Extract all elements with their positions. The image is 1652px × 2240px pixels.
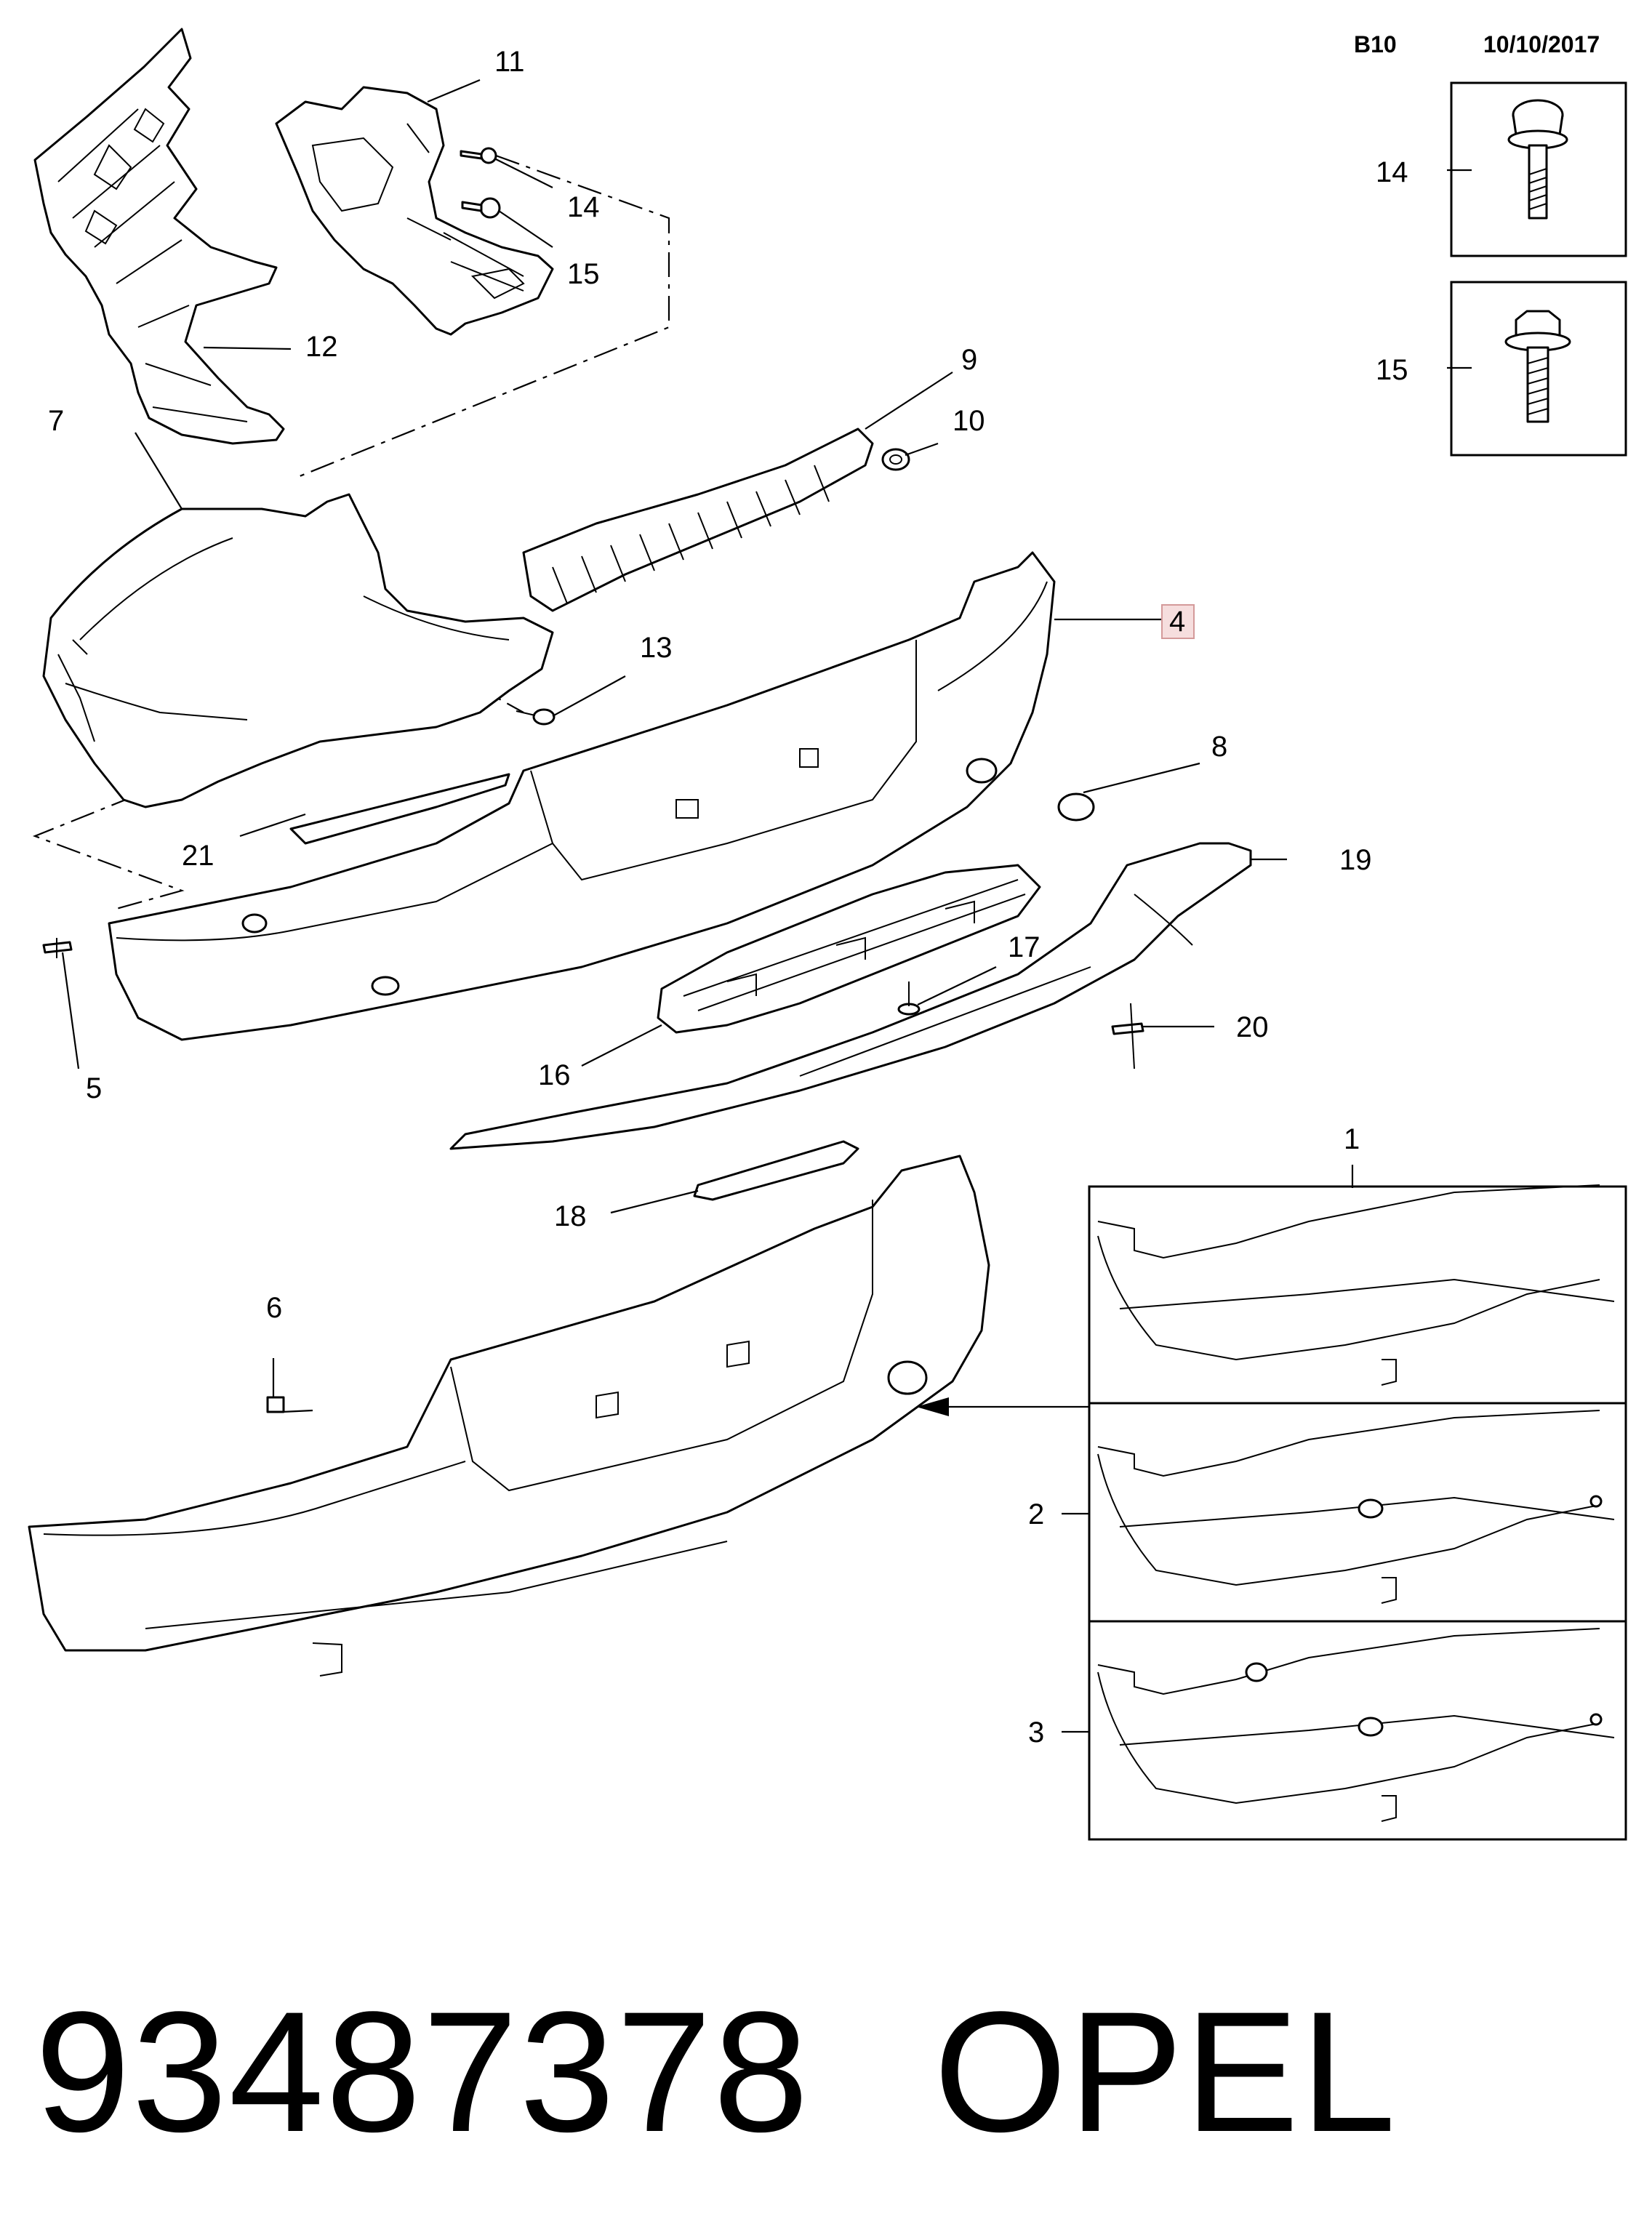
brand-name: OPEL (934, 1976, 1398, 2168)
callout-4-highlight: 4 (1161, 604, 1195, 639)
part-20-clip-icon (1111, 1003, 1144, 1069)
callout-13: 13 (640, 632, 673, 664)
callout-14: 14 (567, 191, 600, 223)
tow-eye-hole (887, 1360, 928, 1395)
sensor-hole (1589, 1495, 1603, 1508)
callout-15: 15 (567, 258, 600, 290)
bolt-15-icon (1504, 310, 1571, 423)
part-19-diffuser (449, 842, 1252, 1150)
part-18-reflector (693, 1140, 859, 1201)
callout-18: 18 (554, 1200, 587, 1232)
callout-3: 3 (1028, 1717, 1044, 1749)
part-16-housing (657, 864, 1041, 1034)
callout-16: 16 (538, 1059, 571, 1091)
part-21-trim (289, 773, 510, 845)
part-12-bracket (33, 28, 285, 445)
part-9-bracket (522, 427, 874, 612)
variants-panel (1088, 1184, 1627, 1841)
sensor-hole (1589, 1713, 1603, 1726)
sensor-hole (371, 976, 400, 996)
part-7-quarter-panel (42, 493, 554, 808)
callout-12: 12 (305, 331, 338, 363)
sensor-hole (1245, 1662, 1268, 1682)
detail-box-15-label: 15 (1376, 354, 1408, 386)
part-8-cap-icon (1057, 792, 1095, 822)
callout-11: 11 (494, 46, 525, 78)
detail-box-14: 14 (1376, 81, 1627, 257)
part-6-clip-icon (266, 1396, 285, 1413)
callout-17: 17 (1008, 931, 1040, 963)
bumper-variant-reference (28, 1155, 990, 1677)
callout-9: 9 (961, 344, 977, 376)
callout-7: 7 (48, 405, 64, 437)
variant-1 (1097, 1184, 1615, 1386)
part-number: 93487378 (35, 1976, 811, 2168)
part-11-bracket (275, 86, 554, 336)
callout-8: 8 (1211, 731, 1227, 763)
callout-20: 20 (1236, 1011, 1269, 1043)
sensor-hole (1358, 1498, 1384, 1519)
callouts: 1 2 3 4 5 6 7 8 9 10 11 12 13 14 15 16 1… (48, 46, 1372, 1749)
footer-caption: 93487378 OPEL (35, 1963, 1398, 2181)
callout-4: 4 (1169, 606, 1185, 638)
diagram-date: 10/10/2017 (1483, 31, 1600, 57)
bolt-14-icon (1507, 99, 1568, 220)
callout-1: 1 (1344, 1123, 1360, 1155)
variant-arrow (916, 1397, 1089, 1416)
screw-15-icon (461, 197, 501, 219)
variant-3 (1097, 1628, 1615, 1822)
leader-lines (61, 79, 1354, 1733)
screw-14-icon (460, 147, 497, 164)
part-4-bumper-cover (108, 551, 1056, 1041)
detail-box-14-label: 14 (1376, 156, 1408, 188)
callout-19: 19 (1339, 844, 1372, 876)
detail-box-15: 15 (1376, 281, 1627, 457)
part-10-nut-icon (881, 448, 910, 471)
callout-21: 21 (182, 840, 214, 872)
sensor-hole (1358, 1717, 1384, 1737)
callout-10: 10 (953, 405, 985, 437)
part-5-clip-icon (42, 938, 73, 958)
diagram-code: B10 (1354, 31, 1397, 57)
variant-2 (1097, 1410, 1615, 1604)
part-13-clip-icon (516, 708, 556, 726)
part-17-screw-icon (897, 981, 921, 1016)
callout-6: 6 (266, 1292, 282, 1324)
callout-2: 2 (1028, 1498, 1044, 1530)
sensor-hole (966, 758, 998, 784)
sensor-hole (241, 913, 268, 934)
callout-5: 5 (86, 1072, 102, 1104)
